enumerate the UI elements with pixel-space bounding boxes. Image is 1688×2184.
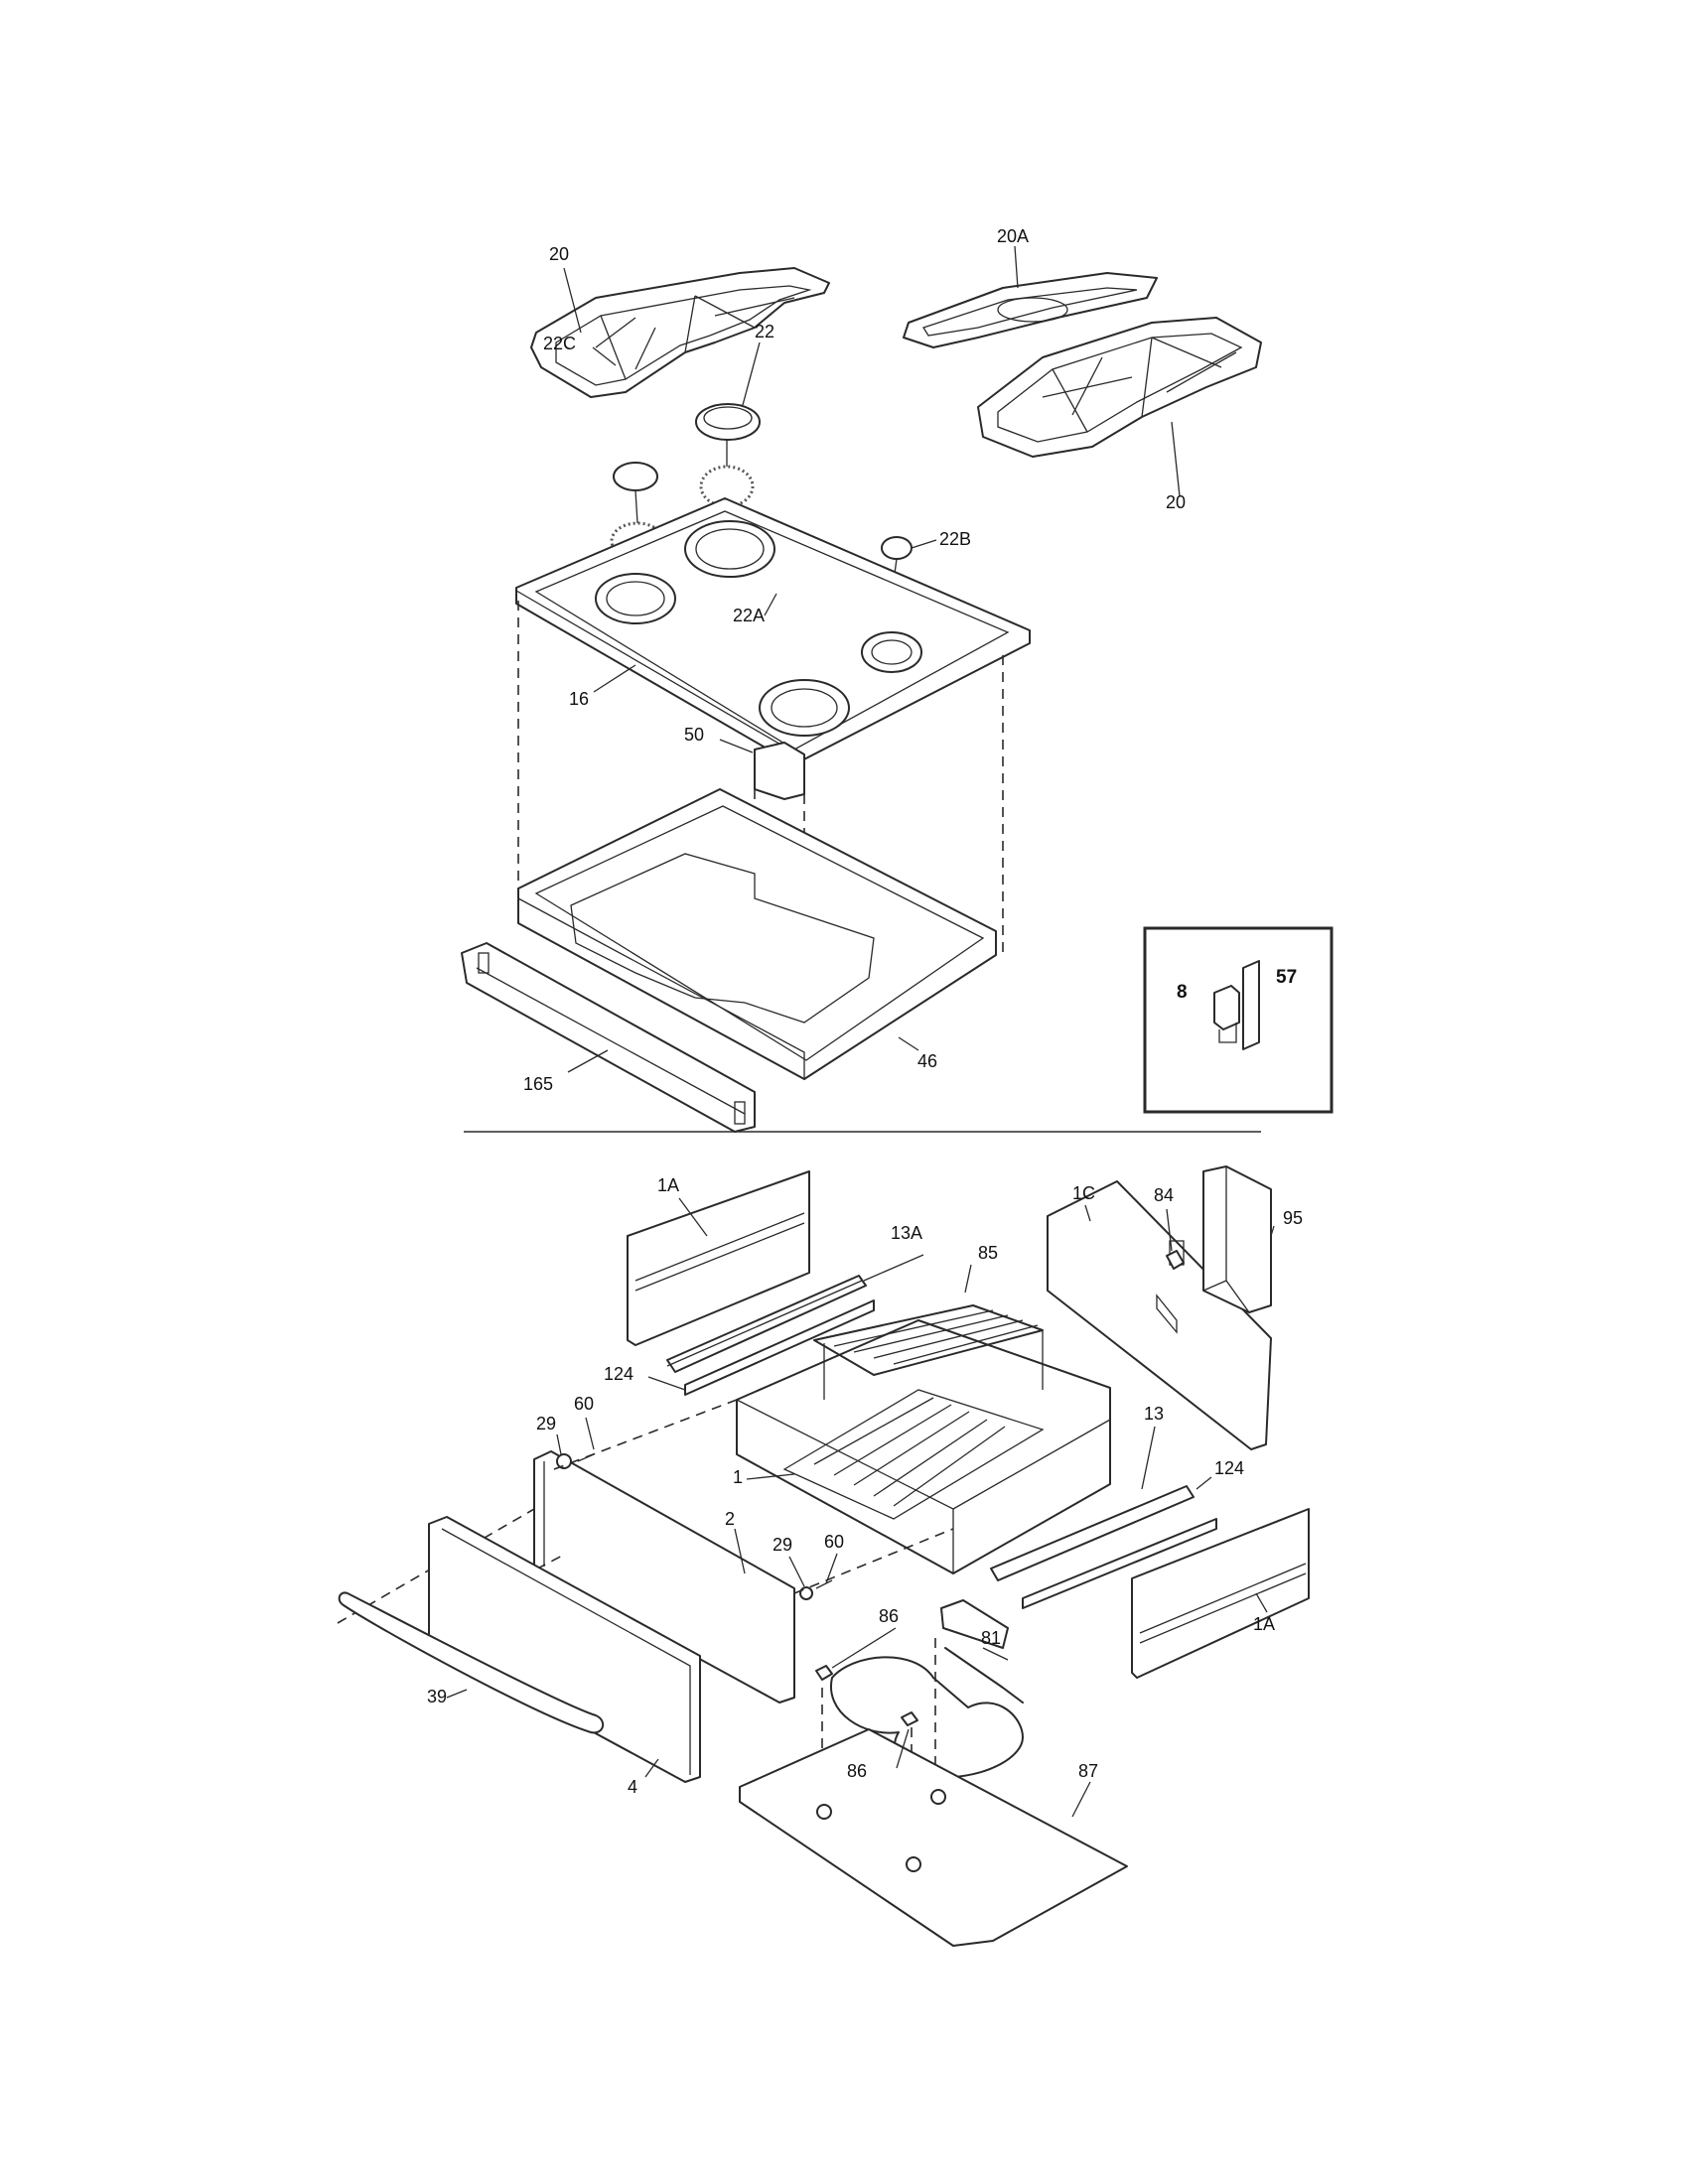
label-side-panel-left: 1A — [657, 1175, 679, 1195]
label-cap-center: 22A — [733, 606, 765, 625]
burner-box-part — [517, 788, 997, 1081]
callout-labels: 20 20A 20 22 22C 22B 22A 16 50 165 46 8 … — [427, 226, 1303, 1797]
label-drawer-front: 2 — [725, 1509, 735, 1529]
slide-right-part — [990, 1485, 1217, 1609]
label-back-panel: 1C — [1072, 1183, 1095, 1203]
side-panel-right-part — [1131, 1508, 1310, 1679]
label-screw-right: 60 — [824, 1532, 844, 1552]
label-duct: 95 — [1283, 1208, 1303, 1228]
label-liner: 85 — [978, 1243, 998, 1263]
bottom-panel-part — [739, 1728, 1128, 1947]
label-inset-switch: 8 — [1177, 982, 1188, 1003]
heating-element-part — [815, 1599, 1024, 1846]
label-side-panel-right: 1A — [1253, 1614, 1275, 1634]
drawer-body-part — [736, 1319, 1111, 1575]
slide-left-part — [666, 1275, 875, 1396]
duct-part — [1202, 1165, 1272, 1313]
label-grate-center: 20A — [997, 226, 1029, 246]
label-handle: 39 — [427, 1687, 447, 1706]
label-back-clip: 84 — [1154, 1185, 1174, 1205]
label-glide-right: 29 — [773, 1535, 792, 1555]
front-frame-part — [461, 942, 756, 1133]
label-cap-right-small: 22B — [939, 529, 971, 549]
label-bracket-clip-bottom: 86 — [847, 1761, 867, 1781]
label-grate-right: 20 — [1166, 492, 1186, 512]
burner-cap-right-small — [881, 536, 913, 560]
burner-cap-large — [695, 403, 761, 441]
label-cap-left-small: 22C — [543, 334, 576, 353]
alignment-lines-top — [517, 601, 1004, 953]
grate-right-part — [977, 317, 1262, 458]
label-bracket: 50 — [684, 725, 704, 745]
label-drawer-body: 1 — [733, 1467, 743, 1487]
side-panel-left-part — [627, 1170, 810, 1346]
label-slide-left: 13A — [891, 1223, 922, 1243]
grate-center-part — [903, 272, 1158, 348]
label-slide-support-right: 124 — [1214, 1458, 1244, 1478]
wire-rack-part — [813, 1304, 1044, 1400]
cooktop-part — [515, 497, 1031, 766]
label-slide-right: 13 — [1144, 1404, 1164, 1424]
label-inset-plate: 57 — [1276, 967, 1297, 988]
label-glide-left: 29 — [536, 1414, 556, 1433]
label-bracket-clip-top: 86 — [879, 1606, 899, 1626]
label-heating-element: 81 — [981, 1628, 1001, 1648]
label-slide-support-left: 124 — [604, 1364, 633, 1384]
handle-part — [338, 1591, 605, 1734]
label-front-panel: 4 — [628, 1777, 637, 1797]
label-cooktop: 16 — [569, 689, 589, 709]
label-cap-large: 22 — [755, 322, 774, 341]
leader-lines — [446, 245, 1275, 1818]
burner-cap-left-small — [613, 462, 658, 491]
inset-switch-part — [1213, 985, 1240, 1043]
back-clip-part — [1166, 1250, 1185, 1270]
grate-left-part — [530, 267, 830, 398]
label-burner-box: 46 — [917, 1051, 937, 1071]
label-bottom-panel: 87 — [1078, 1761, 1098, 1781]
label-screw-left: 60 — [574, 1394, 594, 1414]
inset-plate-part — [1242, 960, 1260, 1050]
label-front-frame: 165 — [523, 1074, 553, 1094]
inset-box — [1143, 926, 1334, 1114]
label-grate-left: 20 — [549, 244, 569, 264]
